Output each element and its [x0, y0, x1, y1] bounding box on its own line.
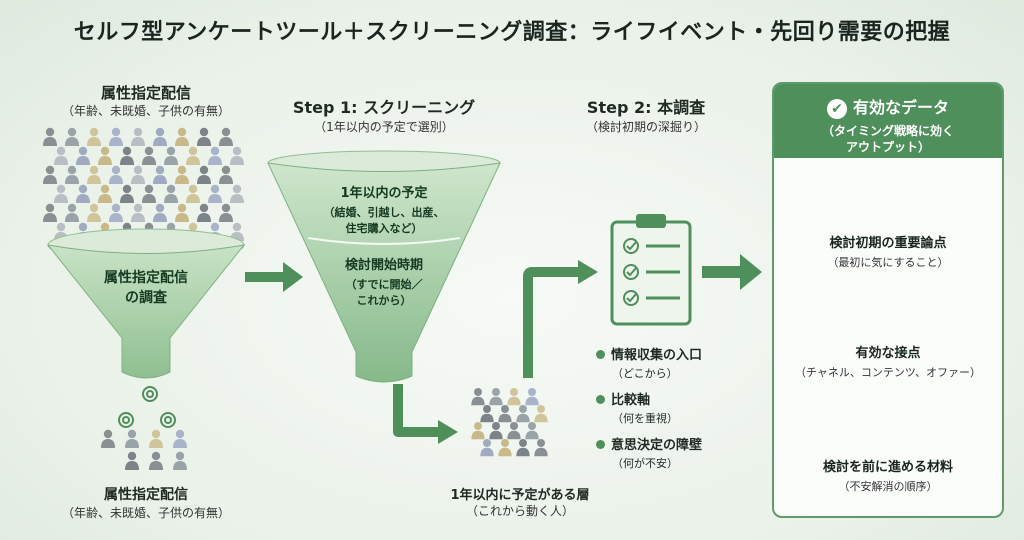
left-top-sub: （年齢、未既婚、子供の有無）: [61, 104, 230, 118]
screening-upper-sub-2: 住宅購入など）: [345, 222, 423, 235]
screening-lower: 検討開始時期 （すでに開始／ これから）: [324, 254, 444, 308]
screening-lower-title: 検討開始時期: [344, 258, 423, 273]
bullet-item-2: 比較軸: [596, 389, 756, 408]
step2-title: Step 2: 本調査: [586, 98, 706, 117]
arrow-right-icon-1: [245, 262, 303, 292]
screening-upper: 1年以内の予定 （結婚、引越し、出産、 住宅購入など）: [314, 182, 454, 236]
left-bottom-title: 属性指定配信: [104, 487, 188, 503]
bullet-dot: [596, 395, 605, 404]
step2-sub: （検討初期の深掘り）: [585, 120, 706, 134]
target-group-title: 1年以内に予定がある層: [450, 488, 590, 503]
crowd-icon-bottom: [101, 429, 187, 470]
left-bottom-sub: （年齢、未既婚、子供の有無）: [61, 506, 230, 520]
bullet-dot: [596, 350, 605, 359]
bullet-item-1: 情報収集の入口: [596, 344, 756, 363]
screening-upper-title: 1年以内の予定: [340, 186, 428, 201]
arrow-right-icon-2: [702, 254, 762, 290]
output-item-sub-1: （最初に気にすること）: [827, 256, 949, 269]
left-funnel-label-1: 属性指定配信: [104, 270, 188, 286]
left-top-title: 属性指定配信: [100, 84, 191, 102]
output-title: 有効なデータ: [852, 98, 949, 117]
output-card-header: ✔ 有効なデータ （タイミング戦略に効く アウトプット）: [774, 84, 1002, 158]
output-item-1: 検討初期の重要論点 （最初に気にすること）: [776, 232, 1000, 270]
screening-lower-sub-2: これから）: [356, 294, 412, 307]
step1-title: Step 1: スクリーニング: [292, 98, 476, 117]
left-funnel-label-2: の調査: [125, 290, 167, 306]
left-funnel-icon: [46, 228, 246, 379]
output-item-sub-2: （チャネル、コンテンツ、オファー）: [794, 366, 981, 379]
output-item-2: 有効な接点 （チャネル、コンテンツ、オファー）: [776, 342, 1000, 380]
bullet-sub-3: （何が不安）: [612, 457, 678, 470]
bullet-sub-1: （どこから）: [612, 367, 678, 380]
screening-upper-sub-1: （結婚、引越し、出産、: [323, 206, 445, 219]
left-funnel-label: 属性指定配信 の調査: [76, 268, 216, 308]
crowd-icon-top: [43, 127, 244, 241]
crowd-icon-mid: [471, 388, 548, 457]
output-item-3: 検討を前に進める材料 （不安解消の順序）: [776, 456, 1000, 494]
output-item-label-1: 検討初期の重要論点: [829, 236, 947, 251]
output-sub-1: （タイミング戦略に効く: [821, 123, 954, 138]
target-group-sub: （これから動く人）: [465, 504, 574, 518]
output-card: ✔ 有効なデータ （タイミング戦略に効く アウトプット）: [772, 82, 1004, 518]
step2-bullets: 情報収集の入口 （どこから） 比較軸 （何を重視） 意思決定の障壁 （何が不安）: [596, 344, 756, 471]
output-item-label-3: 検討を前に進める材料: [822, 460, 953, 475]
page-title: セルフ型アンケートツール＋スクリーニング調査：ライフイベント・先回り需要の把握: [73, 20, 951, 45]
clipboard-checklist-icon: [610, 214, 692, 326]
bullet-sub-2: （何を重視）: [612, 412, 678, 425]
output-sub-2: アウトプット）: [845, 139, 930, 154]
step1-sub: （1年以内の予定で選別）: [314, 120, 454, 134]
arrow-bend-icon: [393, 384, 440, 437]
check-circle-icon: ✔: [826, 98, 847, 119]
output-item-label-2: 有効な接点: [855, 346, 921, 361]
screening-funnel-icon: [267, 150, 501, 383]
screening-lower-sub-1: （すでに開始／: [345, 278, 423, 291]
target-icon: [118, 386, 176, 428]
bullet-dot: [596, 440, 605, 449]
arrow-up-icon: [523, 267, 580, 378]
output-item-sub-3: （不安解消の順序）: [838, 480, 938, 493]
bullet-item-3: 意思決定の障壁: [596, 434, 756, 453]
